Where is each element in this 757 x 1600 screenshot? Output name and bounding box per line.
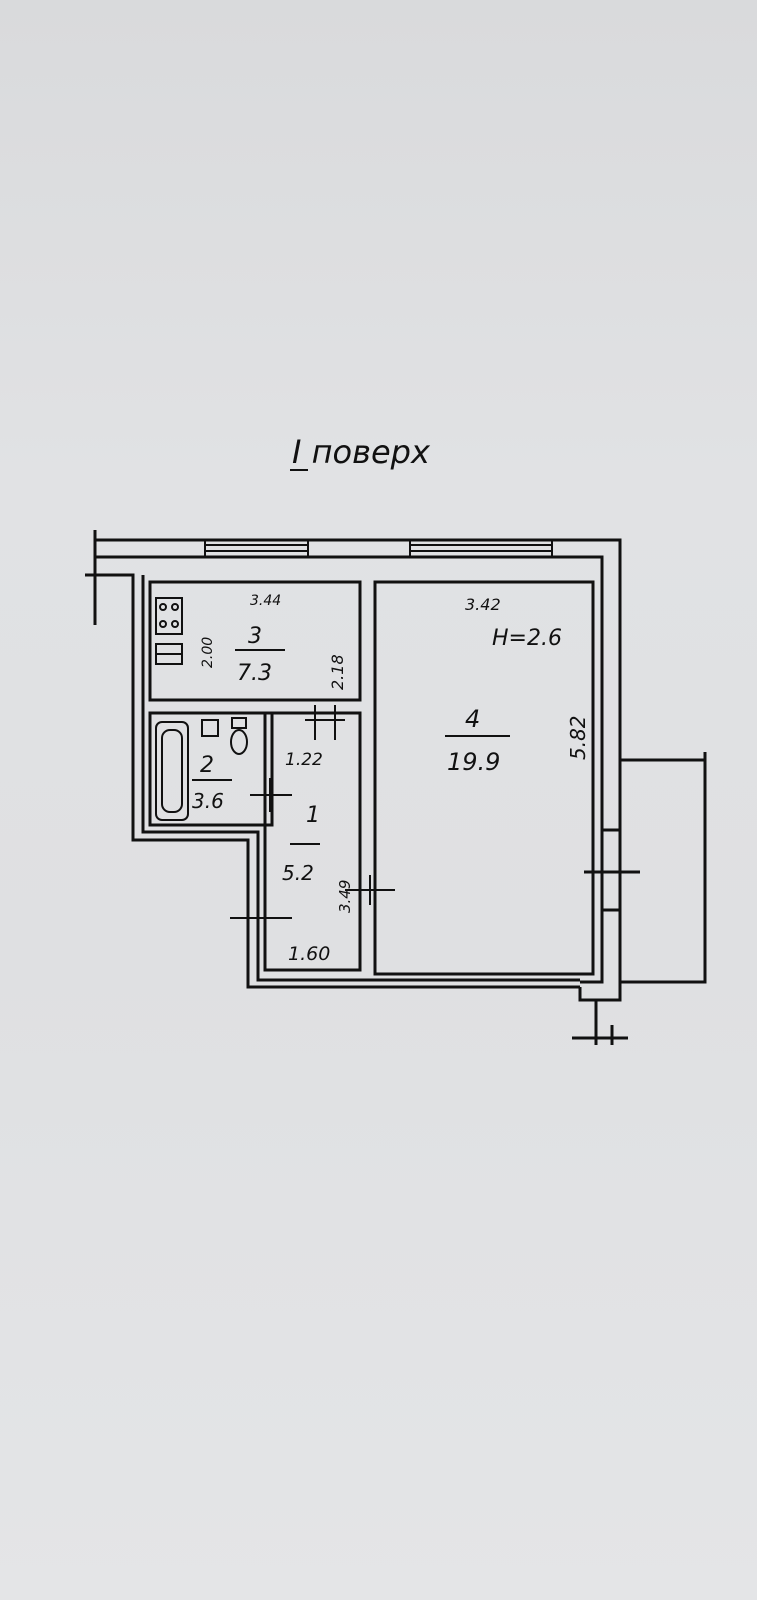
door-marks: [230, 705, 395, 933]
room-2-number: 2: [200, 753, 214, 778]
height-note: H=2.6: [492, 626, 562, 651]
room-3-number: 3: [248, 624, 262, 649]
room-1-area: 5.2: [282, 861, 314, 885]
sink-icon: [155, 643, 183, 665]
bathtub-icon: [155, 721, 189, 821]
room-4-dim-top: 3.42: [465, 595, 501, 614]
room-4-number: 4: [465, 705, 480, 733]
outer-walls: [85, 530, 628, 1045]
floor-title: I поверх: [292, 433, 431, 471]
washbasin-icon: [201, 719, 219, 737]
top-windows: [204, 540, 553, 557]
room-1-dim-top: 1.22: [285, 750, 323, 770]
room-3-area: 7.3: [237, 661, 272, 686]
room-1-number: 1: [306, 803, 320, 828]
toilet-icon: [230, 717, 248, 755]
room-1-dim-right: 3.49: [336, 880, 354, 913]
room-1-walls: [263, 711, 362, 972]
balcony: [584, 752, 707, 984]
stove-icon: [155, 597, 183, 635]
room-3-walls: [148, 580, 362, 702]
room-2-area: 3.6: [192, 789, 224, 813]
room-1-dim-bottom: 1.60: [288, 943, 330, 965]
room-3-dim-top: 3.44: [250, 593, 281, 609]
room-2-walls: [148, 711, 274, 827]
room-4-walls: [373, 580, 595, 976]
room-3-dim-left: 2.00: [200, 637, 216, 668]
room-3-dim-right: 2.18: [328, 654, 347, 690]
room-4-area: 19.9: [447, 748, 500, 776]
room-4-dim-right: 5.82: [566, 715, 590, 760]
